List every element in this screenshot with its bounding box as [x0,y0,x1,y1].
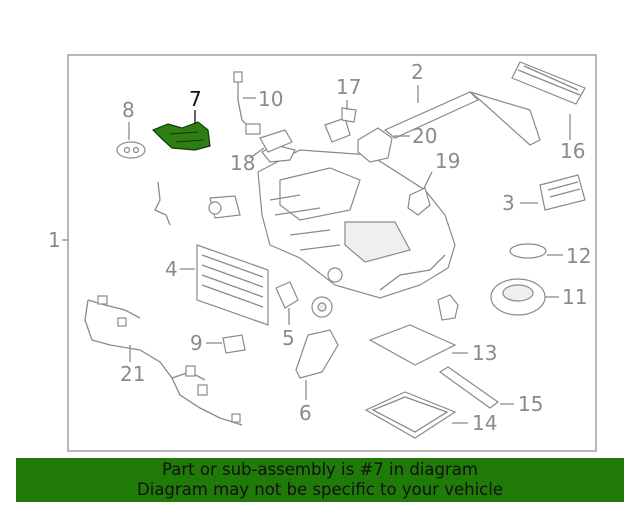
part-21-wiring-harness[interactable]: 21 [84,295,243,426]
part-12-seal[interactable]: 12 [509,243,591,268]
banner-line-2: Diagram may not be specific to your vehi… [137,480,503,499]
callout-10-label: 10 [258,87,283,111]
part-2-heater-core-tube[interactable]: 2 [383,60,541,146]
callout-19-leader [423,171,433,189]
callout-11-label: 11 [562,285,587,309]
callout-1[interactable]: 1 [48,228,68,252]
part-20-actuator[interactable]: 20 [357,124,437,163]
callout-17-label: 17 [336,75,361,99]
callout-18-leader [249,147,265,159]
part-bracket-small[interactable] [437,294,459,321]
callout-7-label: 7 [189,87,202,111]
callout-4-label: 4 [165,257,178,281]
callout-14-label: 14 [472,411,497,435]
callout-15-label: 15 [518,392,543,416]
callout-5-label: 5 [282,326,295,350]
part-5-cap[interactable]: 5 [275,281,299,350]
callout-6-label: 6 [299,401,312,425]
callout-9-label: 9 [190,331,203,355]
part-7-highlighted-part[interactable]: 7 [151,87,211,151]
part-15-seal-strip[interactable]: 15 [438,366,543,416]
part-grommet-round[interactable] [311,296,333,318]
callout-8-label: 8 [122,98,135,122]
part-14-filter-cover[interactable]: 14 [364,391,497,439]
part-11-blower-motor[interactable]: 11 [490,278,587,316]
part-9-connector[interactable]: 9 [190,331,246,355]
callout-2-label: 2 [411,60,424,84]
hvac-housing[interactable] [208,144,456,299]
callout-12-label: 12 [566,244,591,268]
callout-16-label: 16 [560,139,585,163]
part-4-heater-core[interactable]: 4 [165,244,269,326]
info-banner: Part or sub-assembly is #7 in diagram Di… [16,458,624,502]
callout-19-label: 19 [435,149,460,173]
part-18-connector[interactable]: 18 [230,129,293,175]
part-17-sensor[interactable]: 17 [324,75,361,143]
part-6-duct[interactable]: 6 [295,329,339,425]
part-3-resistor[interactable]: 3 [502,174,586,215]
diagram-frame [67,54,597,452]
callout-1-label: 1 [48,228,61,252]
banner-line-1: Part or sub-assembly is #7 in diagram [162,460,478,479]
callout-18-label: 18 [230,151,255,175]
part-10-wire-sensor[interactable]: 10 [233,71,283,135]
part-8-grommet[interactable]: 8 [116,98,146,159]
part-bracket-left[interactable] [154,181,171,226]
callout-20-label: 20 [412,124,437,148]
callout-3-label: 3 [502,191,515,215]
part-19-bracket[interactable]: 19 [407,149,460,216]
callout-13-label: 13 [472,341,497,365]
part-13-cabin-filter[interactable]: 13 [368,324,497,366]
part-16-evaporator-core[interactable]: 16 [511,61,586,163]
callout-21-label: 21 [120,362,145,386]
